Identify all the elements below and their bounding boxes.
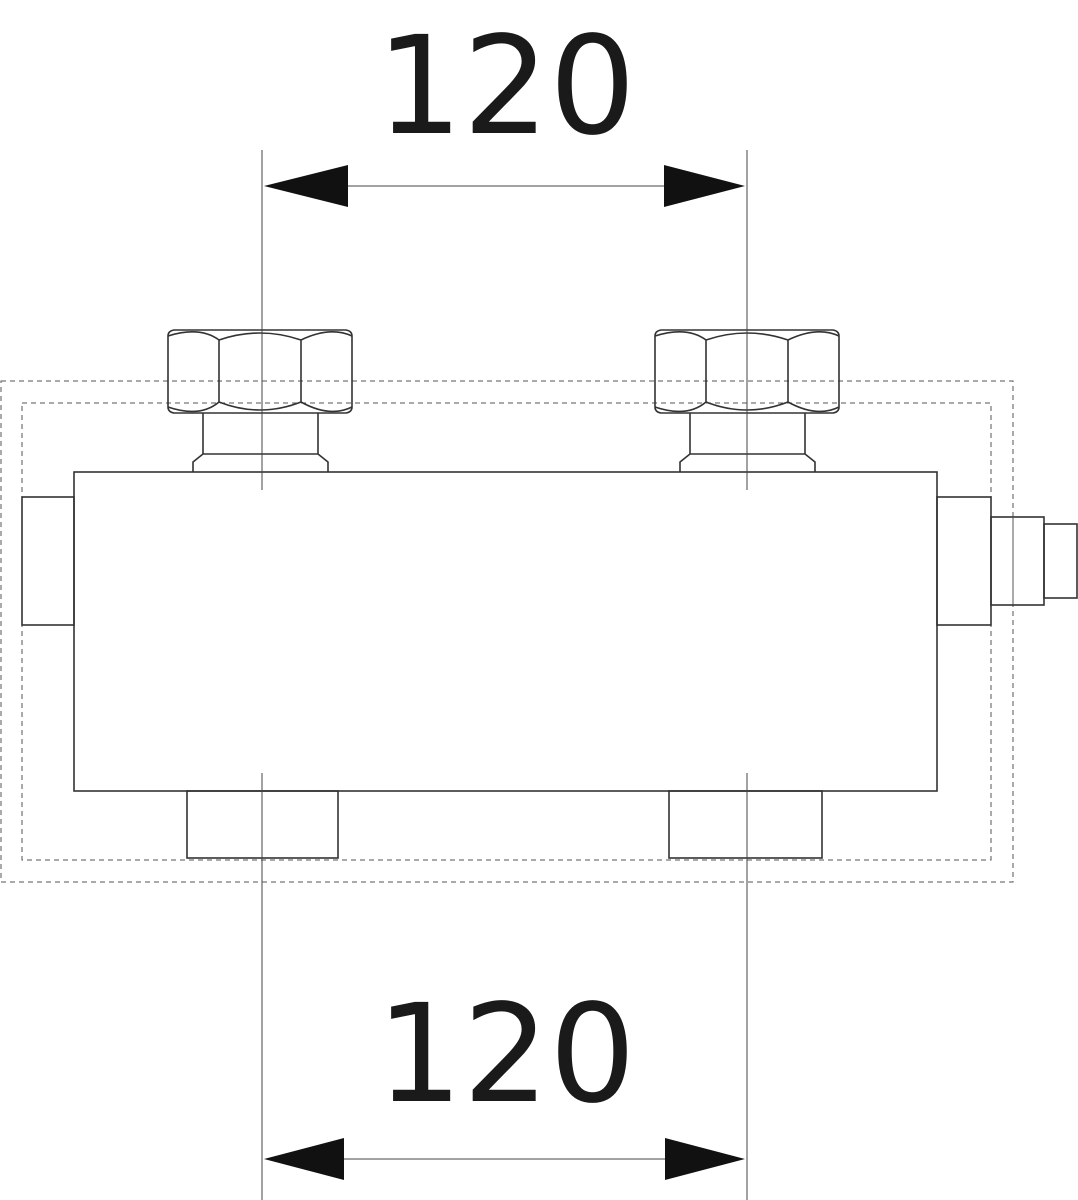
top-dimension: 120 — [264, 8, 745, 207]
right-port — [936, 496, 992, 626]
outer-dashed-outline — [0, 380, 1014, 883]
dimension-label: 120 — [376, 976, 636, 1134]
dimension-label: 120 — [376, 8, 636, 166]
arrow-right-icon — [664, 165, 745, 207]
arrow-left-icon — [264, 165, 348, 207]
manifold-body — [73, 471, 938, 792]
bottom-port-right — [668, 790, 823, 859]
arrow-left-icon — [264, 1138, 344, 1180]
top-fitting-left — [167, 329, 353, 472]
arrow-right-icon — [665, 1138, 745, 1180]
left-port — [21, 496, 75, 626]
bottom-dimension: 120 — [264, 976, 745, 1180]
inner-dashed-outline — [21, 402, 992, 861]
right-plug-tip — [1043, 523, 1078, 599]
right-plug — [990, 516, 1045, 606]
